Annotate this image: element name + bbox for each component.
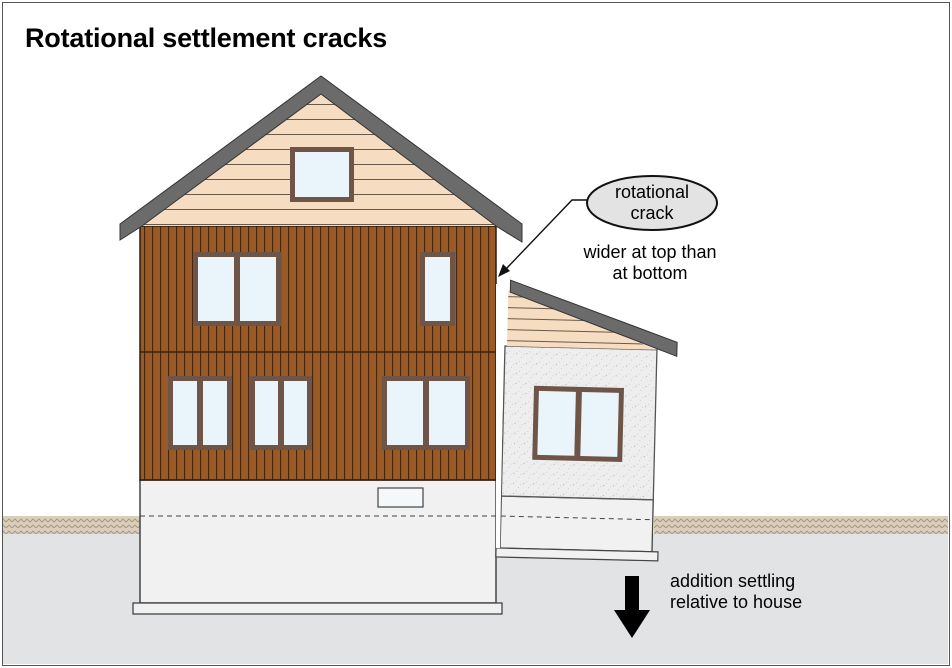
- lower-window-1: [168, 376, 232, 450]
- settling-note-line1: addition settling: [670, 571, 795, 591]
- bubble-text-line1: rotational: [615, 182, 689, 202]
- addition-window: [532, 385, 624, 462]
- rotational-crack-bubble: [586, 175, 718, 231]
- addition-roof: [509, 279, 678, 358]
- crack-note-line2: at bottom: [612, 263, 687, 283]
- main-foundation: [132, 479, 503, 615]
- attic-window: [290, 147, 354, 202]
- upper-window-left: [193, 252, 281, 326]
- basement-window: [377, 487, 424, 508]
- down-arrow-icon: [614, 576, 650, 638]
- lower-window-2: [250, 376, 312, 450]
- addition: [495, 279, 678, 562]
- crack-leader-arrowhead: [498, 264, 510, 277]
- upper-window-right: [420, 252, 455, 326]
- bubble-text-line2: crack: [630, 203, 674, 223]
- main-footing: [132, 602, 503, 615]
- rotational-crack-gap: [496, 284, 505, 548]
- lower-window-3: [382, 376, 470, 450]
- soil-strip-left: [3, 516, 141, 534]
- crack-leader-line: [504, 199, 588, 271]
- main-roof: [119, 75, 523, 243]
- addition-footing: [495, 547, 659, 562]
- diagram-title: Rotational settlement cracks: [25, 23, 388, 53]
- settling-note-line2: relative to house: [670, 592, 802, 612]
- crack-note-line1: wider at top than: [582, 242, 716, 262]
- addition-foundation: [499, 495, 654, 553]
- soil-strip-right: [654, 516, 948, 534]
